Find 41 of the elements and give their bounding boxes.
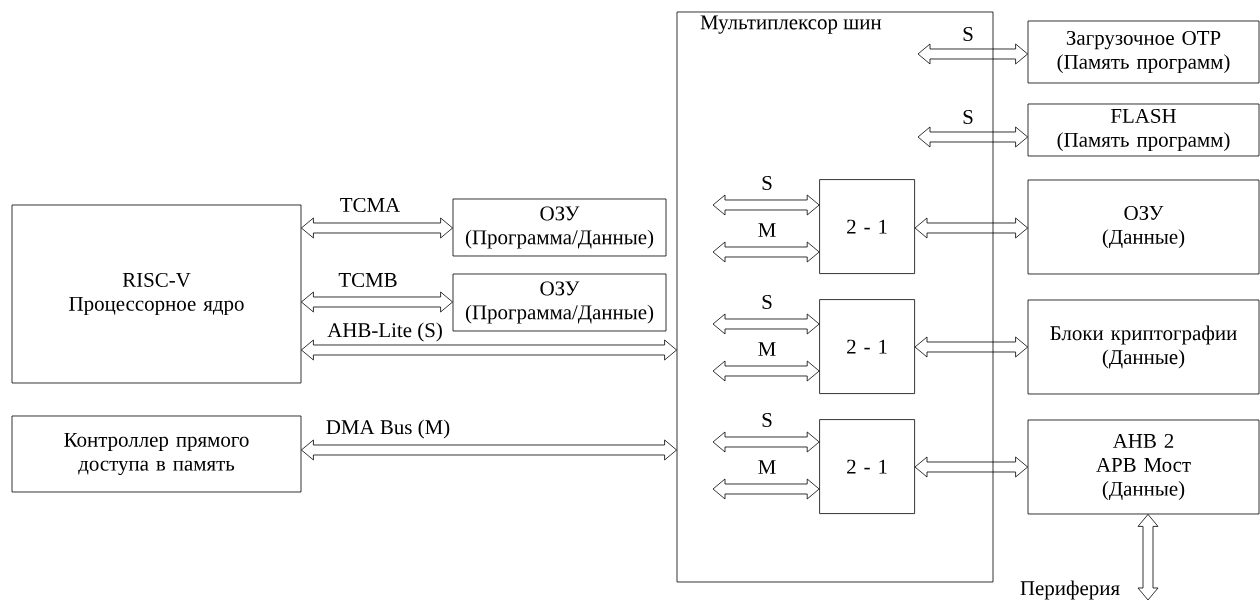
edge-label: S	[963, 109, 973, 124]
bus-arrow	[712, 194, 820, 216]
memory-box: AHB 2 APB Мост (Данные)	[1027, 419, 1260, 515]
edge-label: TCMB	[338, 272, 397, 287]
bus-arrow	[917, 43, 1028, 65]
bus-arrow	[1137, 514, 1159, 601]
mux-box: 2 - 1	[819, 299, 915, 394]
bus-arrow	[301, 439, 677, 461]
mux-box: 2 - 1	[819, 179, 915, 274]
memory-box: ОЗУ (Данные)	[1027, 179, 1260, 275]
memory-box: Блоки криптографии (Данные)	[1027, 299, 1260, 395]
memory-box: Загрузочное OTP (Память программ)	[1027, 20, 1260, 84]
controller-box: Контроллер прямого доступа в память	[11, 415, 302, 493]
bus-arrow	[712, 431, 820, 453]
bus-arrow	[712, 360, 820, 382]
memory-box: ОЗУ (Программа/Данные)	[452, 198, 667, 257]
bus-arrow	[917, 126, 1028, 148]
edge-label: S	[963, 26, 973, 41]
edge-label: AHB-Lite (S)	[327, 322, 442, 342]
bus-arrow	[914, 456, 1028, 478]
bus-arrow	[301, 339, 677, 361]
edge-label: S	[762, 412, 772, 427]
bus-arrow	[914, 217, 1028, 239]
edge-label: M	[758, 342, 776, 356]
edge-label: S	[762, 175, 772, 190]
edge-label: TCMA	[340, 197, 401, 212]
edge-label: DMA Bus (M)	[326, 419, 450, 439]
bus-arrow	[712, 241, 820, 263]
processor-box: RISC-V Процессорное ядро	[11, 204, 302, 384]
bus-arrow	[301, 217, 453, 239]
edge-label: Периферия	[1020, 580, 1120, 600]
edge-label: S	[762, 294, 772, 309]
mux-box: 2 - 1	[819, 419, 915, 514]
edge-label: M	[758, 223, 776, 237]
bus-arrow	[914, 336, 1028, 358]
bus-arrow	[301, 291, 453, 313]
edge-label: M	[758, 460, 776, 474]
memory-box: FLASH (Память программ)	[1027, 103, 1260, 157]
bus-arrow	[712, 313, 820, 335]
bus-arrow	[712, 478, 820, 500]
memory-box: ОЗУ (Программа/Данные)	[452, 273, 667, 332]
